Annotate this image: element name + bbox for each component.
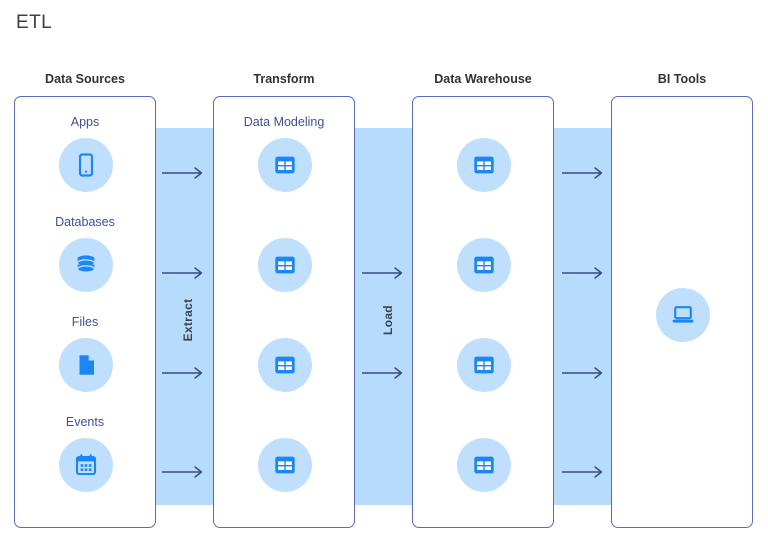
flow-arrow-serve (562, 465, 608, 479)
column-box-data-warehouse[interactable] (412, 96, 554, 528)
mobile-phone-icon (59, 138, 113, 192)
table-grid-icon (258, 238, 312, 292)
file-document-icon (59, 338, 113, 392)
column-header-data-warehouse: Data Warehouse (434, 72, 532, 86)
flow-arrow-extract (162, 266, 208, 280)
calendar-icon (59, 438, 113, 492)
item-label-databases: Databases (55, 215, 115, 229)
laptop-monitor-icon (656, 288, 710, 342)
flow-arrow-extract (162, 166, 208, 180)
flow-arrow-serve (562, 266, 608, 280)
connector-label-load: Load (381, 305, 395, 335)
item-label-files: Files (71, 315, 99, 329)
column-box-data-sources[interactable]: Apps Databases Files Events (14, 96, 156, 528)
column-header-data-sources: Data Sources (45, 72, 125, 86)
flow-arrow-serve (562, 366, 608, 380)
page-title: ETL (16, 12, 53, 33)
connector-band-extract (152, 128, 224, 505)
connector-label-extract: Extract (181, 298, 195, 342)
database-icon (59, 238, 113, 292)
flow-arrow-extract (162, 465, 208, 479)
table-grid-icon (258, 438, 312, 492)
flow-arrow-load (362, 266, 408, 280)
column-header-transform: Transform (253, 72, 315, 86)
table-grid-icon (258, 338, 312, 392)
item-label-data-modeling: Data Modeling (243, 115, 325, 129)
table-grid-icon (457, 138, 511, 192)
item-label-events: Events (65, 415, 105, 429)
table-grid-icon (457, 238, 511, 292)
flow-arrow-extract (162, 366, 208, 380)
column-box-bi-tools[interactable] (611, 96, 753, 528)
column-header-bi-tools: BI Tools (657, 72, 707, 86)
table-grid-icon (457, 438, 511, 492)
table-grid-icon (258, 138, 312, 192)
flow-arrow-serve (562, 166, 608, 180)
item-label-apps: Apps (70, 115, 100, 129)
table-grid-icon (457, 338, 511, 392)
flow-arrow-load (362, 366, 408, 380)
column-box-transform[interactable]: Data Modeling (213, 96, 355, 528)
